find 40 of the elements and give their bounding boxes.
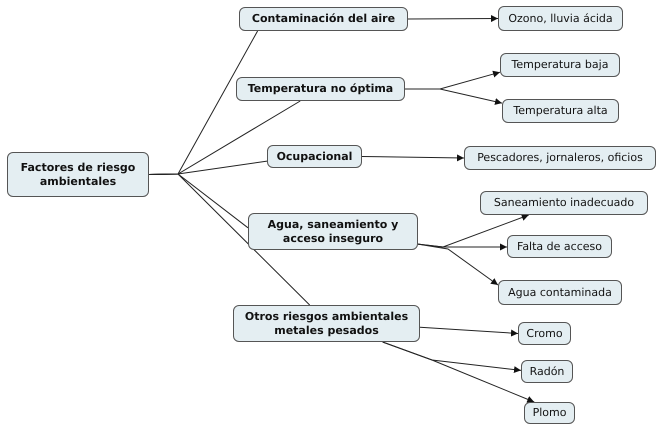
subtopic-box bbox=[518, 322, 571, 345]
arrow bbox=[408, 15, 498, 22]
node-label: Plomo bbox=[532, 406, 566, 420]
topic-box bbox=[248, 213, 418, 250]
node-label: Ozono, lluvia ácida bbox=[508, 12, 613, 26]
node-label: Falta de acceso bbox=[517, 240, 602, 254]
node-label: Cromo bbox=[526, 326, 563, 340]
subtopic-box bbox=[507, 235, 612, 258]
subtopic-box bbox=[502, 99, 619, 123]
topic-box bbox=[233, 305, 420, 342]
subtopic-box bbox=[480, 191, 648, 215]
topic-box bbox=[239, 7, 408, 31]
topic-box bbox=[7, 152, 149, 197]
arrow bbox=[404, 88, 502, 105]
subtopic-box bbox=[498, 280, 622, 305]
topic-box bbox=[267, 145, 362, 168]
node-label: Agua contaminada bbox=[508, 286, 612, 300]
arrow bbox=[362, 154, 464, 162]
arrow bbox=[418, 243, 508, 250]
subtopic-box bbox=[464, 146, 656, 170]
node-label: Saneamiento inadecuado bbox=[494, 196, 634, 210]
node-label: Temperatura alta bbox=[513, 104, 608, 118]
node-label: Temperatura baja bbox=[512, 58, 608, 72]
node-label: Temperatura no óptima bbox=[248, 82, 394, 96]
node-label: Contaminación del aire bbox=[252, 12, 396, 26]
node-label: Factores de riesgo ambientales bbox=[20, 161, 136, 188]
node-label: Radón bbox=[530, 364, 564, 378]
subtopic-box bbox=[498, 6, 623, 31]
topic-box bbox=[236, 77, 405, 101]
subtopic-box bbox=[500, 53, 620, 77]
node-label: Pescadores, jornaleros, oficios bbox=[477, 151, 643, 165]
node-label: Otros riesgos ambientales metales pesados bbox=[244, 310, 410, 337]
node-label: Ocupacional bbox=[276, 150, 352, 164]
subtopic-box bbox=[521, 360, 573, 383]
arrow bbox=[382, 342, 535, 403]
arrow bbox=[420, 326, 518, 337]
subtopic-box bbox=[524, 402, 575, 424]
arrow bbox=[418, 244, 498, 286]
node-label: Agua, saneamiento y acceso inseguro bbox=[266, 218, 400, 245]
connector-line bbox=[148, 174, 310, 306]
